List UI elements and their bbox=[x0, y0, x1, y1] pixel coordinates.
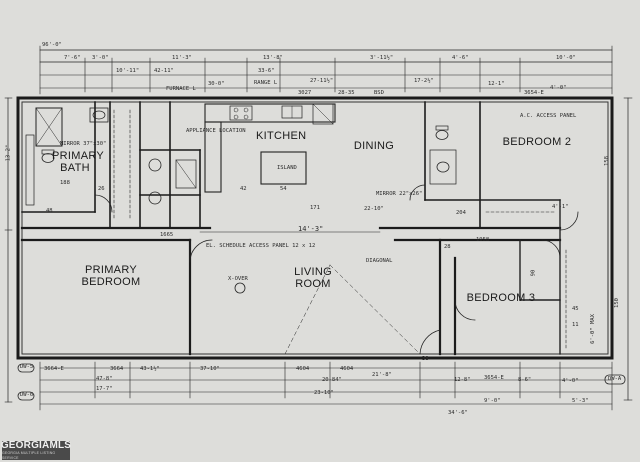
dimension-bottom2-2: 20-84" bbox=[322, 377, 342, 383]
dimension-left-side: 13-2" bbox=[5, 144, 12, 162]
dimension-bottom-5: 4604 bbox=[296, 366, 310, 372]
room-label-dining: DINING bbox=[353, 140, 395, 152]
dimension-bottom-2: 3664 bbox=[110, 366, 124, 372]
label-38: 38 bbox=[422, 356, 429, 362]
dimension-bottom3-3: 34'-6" bbox=[448, 410, 468, 416]
label-54: 54 bbox=[280, 186, 287, 192]
room-label-primary-bedroom: PRIMARY BEDROOM bbox=[81, 264, 141, 288]
dimension-bottom2-3: 21'-8" bbox=[372, 372, 392, 378]
label-28: 28 bbox=[444, 244, 451, 250]
label-42: 42 bbox=[240, 186, 247, 192]
dimension-top-5: 3'-11½" bbox=[370, 55, 394, 61]
watermark-brand: GEORGIAMLS bbox=[0, 439, 72, 451]
dimension-top-6: 4'-6" bbox=[452, 55, 469, 61]
label-mirror-primary: MIRROR 37"x30" bbox=[60, 141, 107, 147]
dimension-bottom-1: 3664-E bbox=[44, 366, 64, 372]
label-bsd: BSD bbox=[374, 90, 384, 96]
dimension-bottom-4: 37-10" bbox=[200, 366, 220, 372]
label-appliance-location: APPLIANCE LOCATION bbox=[186, 128, 246, 134]
label-4ft-top: 4'-0" bbox=[550, 85, 567, 91]
label-1958: 1958 bbox=[476, 237, 490, 243]
label-158: 158 bbox=[603, 156, 610, 166]
label-3027: 3027 bbox=[298, 90, 312, 96]
room-label-bedroom-2: BEDROOM 2 bbox=[502, 136, 572, 148]
dimension-bottom3-5: 5'-3" bbox=[572, 398, 589, 404]
label-11: 11 bbox=[572, 322, 579, 328]
room-label-kitchen: KITCHEN bbox=[256, 130, 307, 142]
dimension-top2-1: 10'-11" bbox=[116, 68, 140, 74]
tag-dwa: DW-A bbox=[608, 376, 622, 382]
dimension-top2-7: 12-1" bbox=[488, 81, 505, 87]
label-3654e-top: 3654-E bbox=[524, 90, 544, 96]
label-mirror-hall: MIRROR 22"x26" bbox=[376, 191, 423, 197]
label-188: 188 bbox=[60, 180, 70, 186]
label-range: RANGE L bbox=[254, 80, 278, 86]
dimension-bottom-3: 43-1½" bbox=[140, 366, 160, 372]
label-el-panel: EL. SCHEDULE ACCESS PANEL 12 x 12 bbox=[206, 243, 316, 249]
dimension-top2-3: 30-0" bbox=[208, 81, 225, 87]
dimension-bottom2-5: 8-6" bbox=[518, 377, 532, 383]
dimension-top-7: 10'-0" bbox=[556, 55, 576, 61]
tag-dw5: DW-5 bbox=[20, 364, 34, 370]
dimension-top2-5: 27-11½" bbox=[310, 78, 334, 84]
label-diagonal: DIAGONAL bbox=[366, 258, 393, 264]
dimension-bottom2-4: 12-8" bbox=[454, 377, 471, 383]
dimension-overall-top: 96'-0" bbox=[42, 42, 62, 48]
dimension-top-2: 3'-0" bbox=[92, 55, 109, 61]
dimension-bottom3-1: 17-7" bbox=[96, 386, 113, 392]
label-island: ISLAND bbox=[277, 165, 297, 171]
dimension-bottom2-1: 47-8" bbox=[96, 376, 113, 382]
georgiamls-watermark: GEORGIAMLS GEORGIA MULTIPLE LISTING SERV… bbox=[0, 439, 72, 460]
dimension-bottom3-4: 9'-0" bbox=[484, 398, 501, 404]
dimension-hall-width: 14'-3" bbox=[298, 225, 324, 233]
label-48: 48 bbox=[46, 208, 53, 214]
room-label-living-room: LIVING ROOM bbox=[294, 266, 332, 290]
dimension-top2-4: 33-6" bbox=[258, 68, 275, 74]
label-1665: 1665 bbox=[160, 232, 174, 238]
label-171: 171 bbox=[310, 205, 320, 211]
label-150: 150 bbox=[613, 298, 620, 308]
label-28-35: 28-35 bbox=[338, 90, 355, 96]
room-label-primary-bath: PRIMARY BATH bbox=[52, 150, 105, 174]
dimension-bottom3-2: 23-10" bbox=[314, 390, 334, 396]
label-furnace: FURNACE L bbox=[166, 86, 196, 92]
watermark-tagline: GEORGIA MULTIPLE LISTING SERVICE bbox=[2, 450, 56, 460]
dimension-top2-2: 42-11" bbox=[154, 68, 174, 74]
room-label-bedroom-3: BEDROOM 3 bbox=[466, 292, 536, 304]
dimension-top2-6: 17-2½" bbox=[414, 78, 434, 84]
dimension-bottom-7: 3654-E bbox=[484, 375, 504, 381]
tag-dw6: DW-6 bbox=[20, 392, 34, 398]
label-4-1: 4'-1" bbox=[552, 204, 569, 210]
label-204: 204 bbox=[456, 210, 466, 216]
dimension-top-3: 11'-3" bbox=[172, 55, 192, 61]
dimension-top-1: 7'-6" bbox=[64, 55, 81, 61]
label-45: 45 bbox=[572, 306, 579, 312]
label-26: 26 bbox=[98, 186, 105, 192]
label-x-over: X-OVER bbox=[228, 276, 248, 282]
label-ac-panel: A.C. ACCESS PANEL bbox=[520, 113, 577, 119]
dimension-bottom-8: 4'-0" bbox=[562, 378, 579, 384]
dimension-bottom-6: 4604 bbox=[340, 366, 354, 372]
label-6ft-max: 6'-0" MAX bbox=[589, 314, 596, 344]
label-90: 90 bbox=[530, 269, 537, 277]
label-22-10: 22-10" bbox=[364, 206, 384, 212]
dimension-top-4: 13'-8" bbox=[263, 55, 283, 61]
